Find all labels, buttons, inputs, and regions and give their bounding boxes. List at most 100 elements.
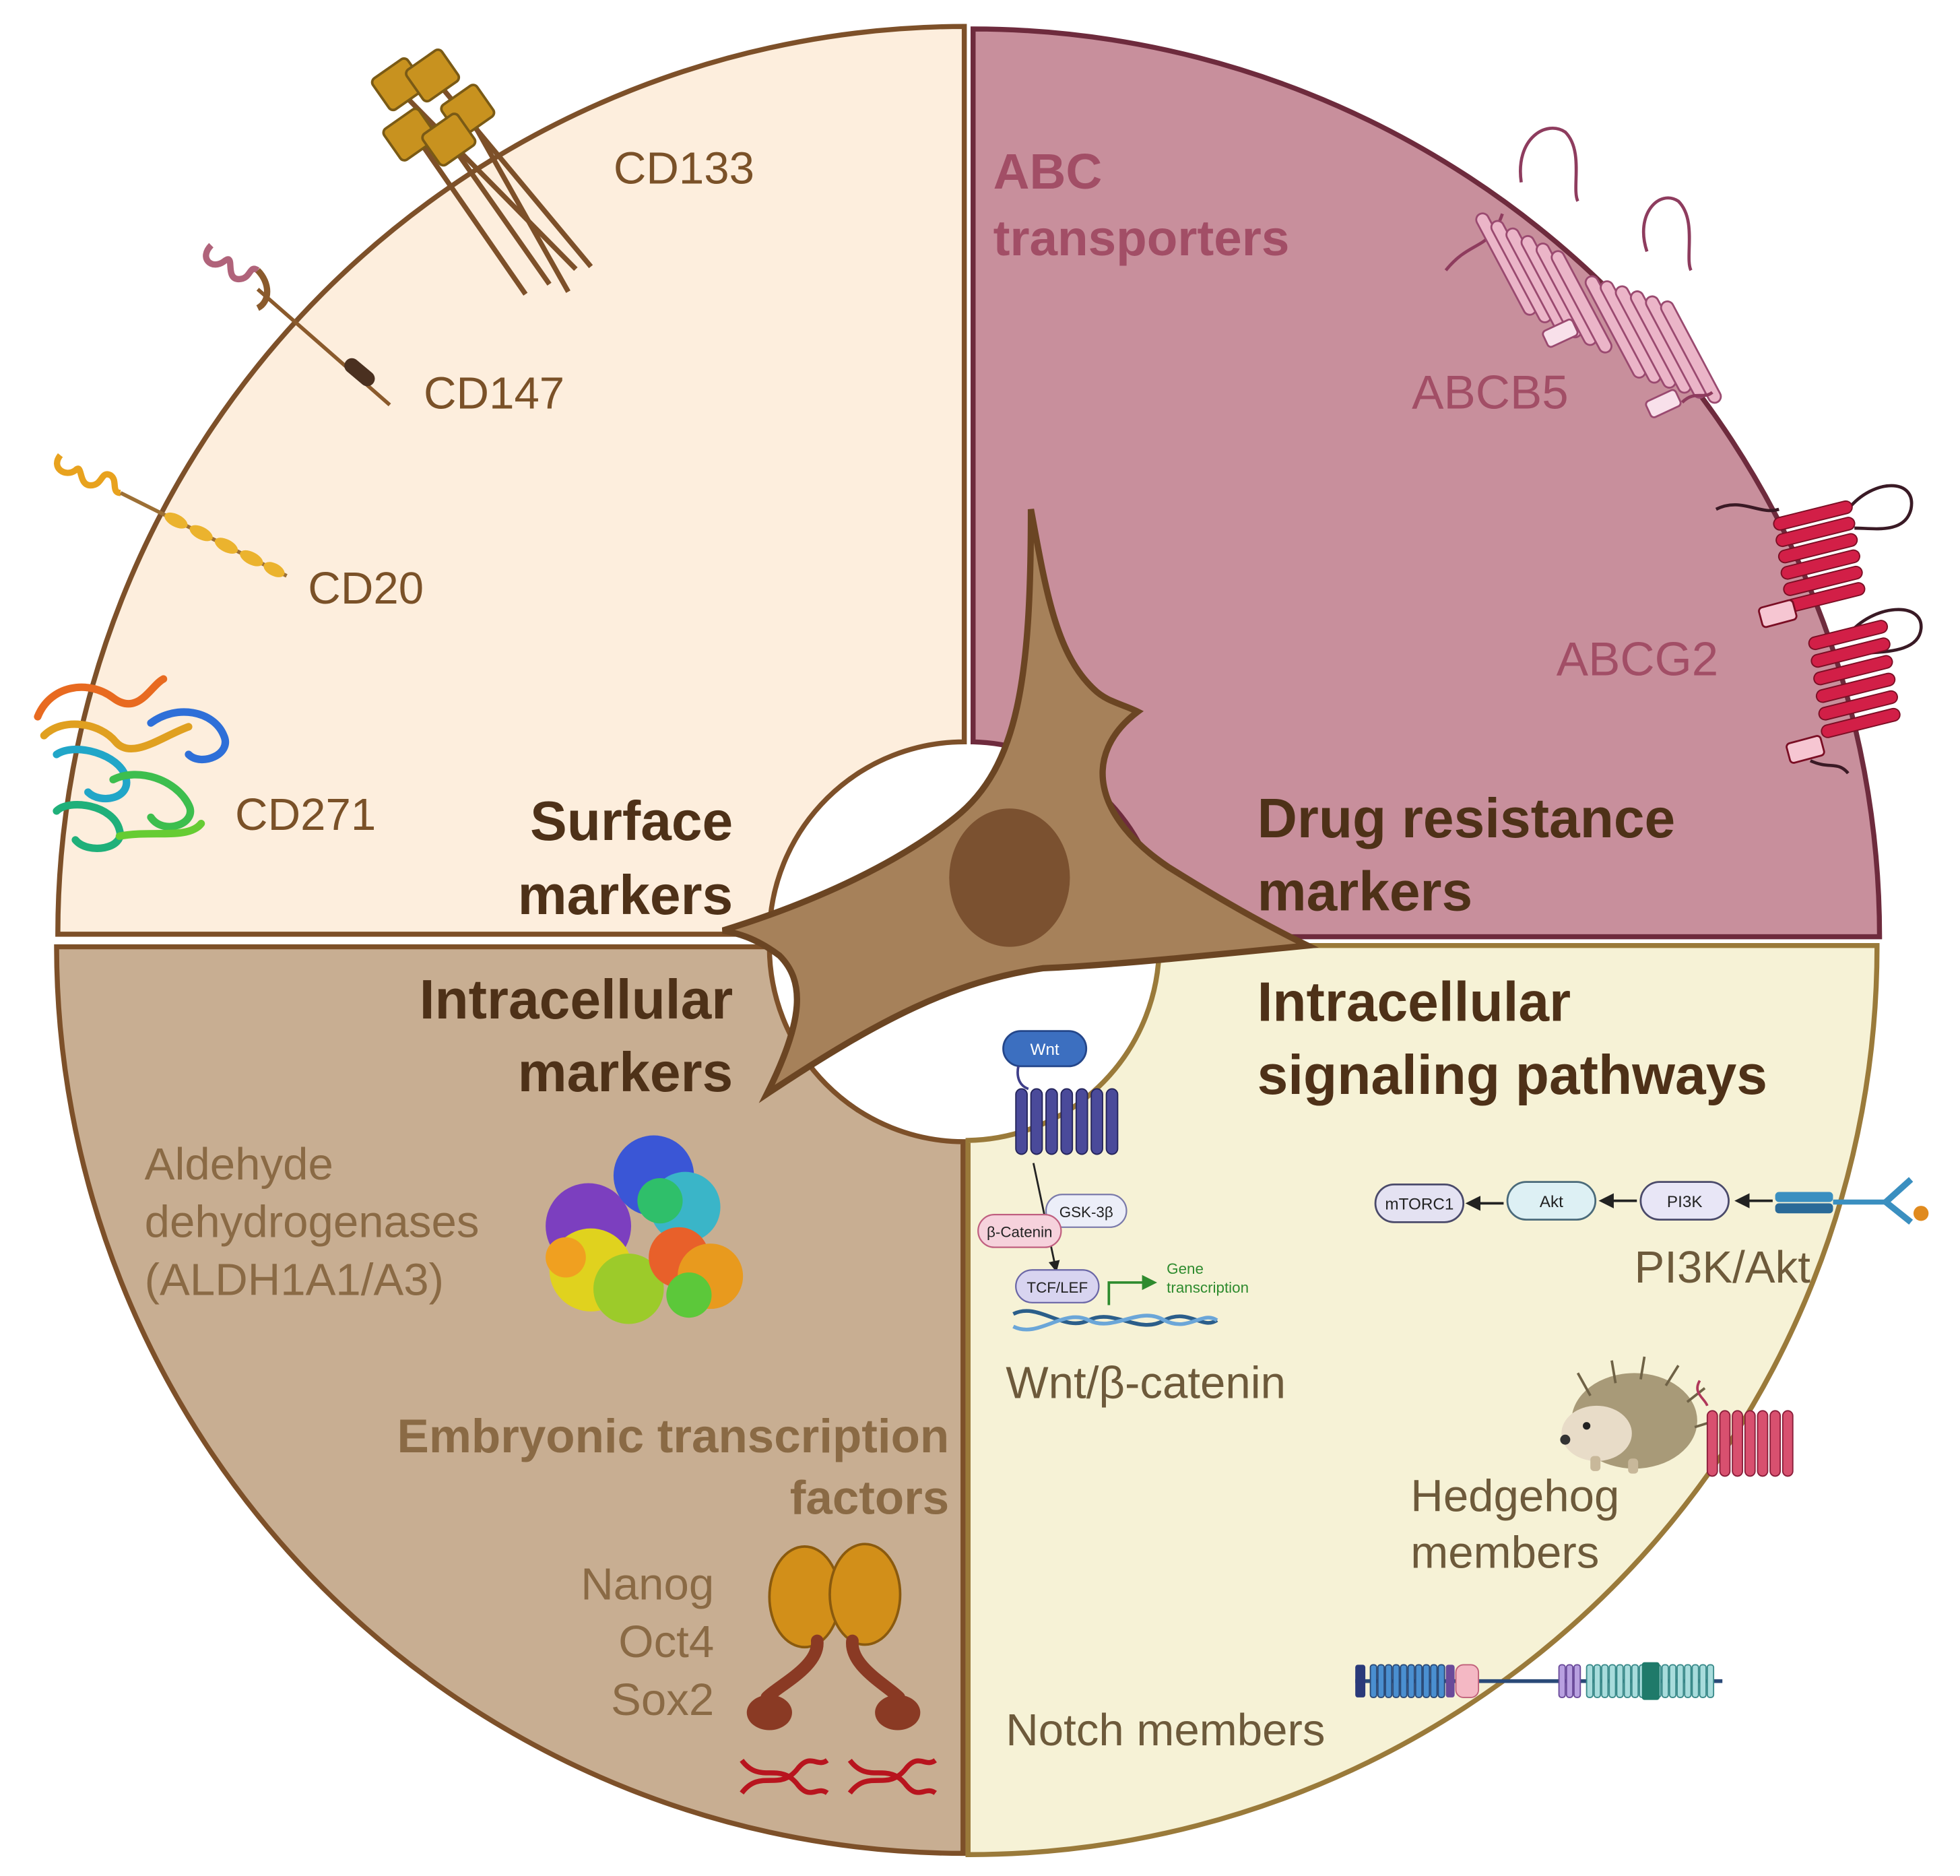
heading-intracellular-line2: markers — [518, 1042, 733, 1103]
notch-segment — [1423, 1664, 1431, 1698]
heading-drug-line2: markers — [1257, 861, 1473, 922]
notch-segment — [1661, 1664, 1669, 1698]
beta-catenin-label: β-Catenin — [987, 1224, 1052, 1241]
cd147-icon — [203, 242, 391, 407]
heading-signaling-line2: signaling pathways — [1257, 1045, 1767, 1106]
patched-helix — [1719, 1410, 1731, 1477]
abcg2-helix — [1815, 672, 1896, 703]
pi3k-pathway-diagram: mTORC1 Akt PI3K — [1374, 1177, 1929, 1225]
frizzled-helix — [1075, 1088, 1088, 1155]
cell-nucleus — [949, 808, 1070, 947]
notch-segment — [1631, 1664, 1639, 1698]
notch-segment — [1593, 1664, 1602, 1698]
abcb5-helix — [1660, 300, 1722, 404]
label-cd133: CD133 — [614, 143, 754, 194]
patched-helix — [1769, 1410, 1782, 1477]
notch-segment — [1608, 1664, 1616, 1698]
patched-helix — [1782, 1410, 1794, 1477]
abcg2-helix — [1821, 707, 1901, 738]
label-nanog: Nanog — [581, 1559, 714, 1609]
abcg2-helix — [1813, 655, 1893, 686]
notch-segment — [1558, 1664, 1566, 1698]
notch-segment — [1565, 1664, 1574, 1698]
label-abcb5: ABCB5 — [1412, 366, 1569, 420]
notch-segment — [1573, 1664, 1581, 1698]
heading-drug-line1: Drug resistance — [1257, 788, 1676, 849]
dna-icon — [740, 1757, 937, 1796]
label-oct4: Oct4 — [618, 1617, 714, 1667]
abcb5-icon — [1444, 127, 1722, 418]
heading-intracellular-line1: Intracellular — [420, 969, 733, 1031]
wnt-pathway-diagram: Wnt GSK-3β β-Catenin TCF/LEF Gene transc… — [977, 1030, 1249, 1332]
notch-segment — [1668, 1664, 1677, 1698]
notch-segment — [1684, 1664, 1692, 1698]
wnt-ligand-label: Wnt — [1031, 1041, 1059, 1059]
cd20-icon — [54, 453, 288, 578]
label-aldh-line1: Aldehyde — [145, 1139, 333, 1190]
label-cd271: CD271 — [235, 789, 376, 840]
frizzled-helix — [1090, 1088, 1103, 1155]
heading-etf-line1: Embryonic transcription — [397, 1410, 950, 1463]
heading-etf-line2: factors — [790, 1471, 950, 1524]
label-wnt: Wnt/β-catenin — [1006, 1358, 1286, 1409]
hedgehog-receptor-icon — [1696, 1380, 1794, 1477]
notch-segment — [1586, 1664, 1594, 1698]
frizzled-helix — [1105, 1088, 1119, 1155]
label-aldh-line3: (ALDH1A1/A3) — [145, 1255, 444, 1305]
heading-signaling-line1: Intracellular — [1257, 972, 1571, 1033]
notch-receptor-icon — [1355, 1662, 1723, 1700]
notch-segment — [1392, 1664, 1400, 1698]
label-notch: Notch members — [1006, 1705, 1325, 1755]
central-cell — [721, 509, 1319, 1103]
hedgehog-animal-icon — [1560, 1356, 1716, 1474]
abcg2-helix — [1808, 620, 1889, 651]
label-pi3k-akt: PI3K/Akt — [1634, 1242, 1810, 1293]
abcg2-helix — [1777, 533, 1858, 564]
abcg2-icon — [1715, 484, 1923, 775]
abcg2-helix — [1783, 565, 1863, 596]
quadrant-intracellular-markers — [54, 944, 966, 1856]
notch-segment — [1437, 1664, 1445, 1698]
notch-segment — [1616, 1664, 1624, 1698]
notch-segment — [1414, 1664, 1423, 1698]
label-aldh-line2: dehydrogenases — [145, 1197, 480, 1248]
notch-segment — [1676, 1664, 1685, 1698]
notch-segment — [1407, 1664, 1415, 1698]
gene-transcription-line2: transcription — [1167, 1279, 1249, 1296]
quadrant-signaling-pathways — [965, 942, 1880, 1857]
cd133-icon — [370, 48, 593, 296]
frizzled-helix — [1045, 1088, 1058, 1155]
notch-segment — [1699, 1664, 1707, 1698]
abcg2-helix — [1773, 500, 1853, 531]
patched-helix — [1757, 1410, 1769, 1477]
subheading-abc-line2: transporters — [993, 209, 1290, 266]
heading-surface-line2: markers — [518, 865, 733, 926]
notch-segment — [1430, 1664, 1438, 1698]
heading-surface-line1: Surface — [530, 791, 733, 852]
abcg2-helix — [1775, 517, 1856, 548]
frizzled-helix — [1015, 1088, 1028, 1155]
quadrant-surface — [55, 24, 967, 937]
label-hedgehog-line2: members — [1410, 1528, 1599, 1578]
cd271-icon — [34, 675, 229, 852]
notch-segment — [1706, 1664, 1715, 1698]
pi3k-label: PI3K — [1667, 1193, 1703, 1211]
notch-segment — [1623, 1664, 1631, 1698]
abcg2-helix — [1818, 690, 1898, 721]
label-hedgehog-line1: Hedgehog — [1410, 1471, 1619, 1522]
notch-segment — [1369, 1664, 1377, 1698]
notch-segment — [1385, 1664, 1393, 1698]
label-cd20: CD20 — [308, 563, 424, 614]
patched-helix — [1732, 1410, 1744, 1477]
tcf-lef-label: TCF/LEF — [1026, 1279, 1088, 1296]
subheading-abc-line1: ABC — [993, 143, 1103, 199]
aldh-protein-icon — [546, 1135, 744, 1324]
gene-transcription-line1: Gene — [1167, 1260, 1204, 1277]
gsk3b-label: GSK-3β — [1059, 1204, 1113, 1221]
notch-segment — [1377, 1664, 1385, 1698]
label-abcg2: ABCG2 — [1557, 633, 1718, 686]
frizzled-helix — [1030, 1088, 1043, 1155]
mtorc1-label: mTORC1 — [1385, 1196, 1453, 1214]
patched-helix — [1744, 1410, 1756, 1477]
